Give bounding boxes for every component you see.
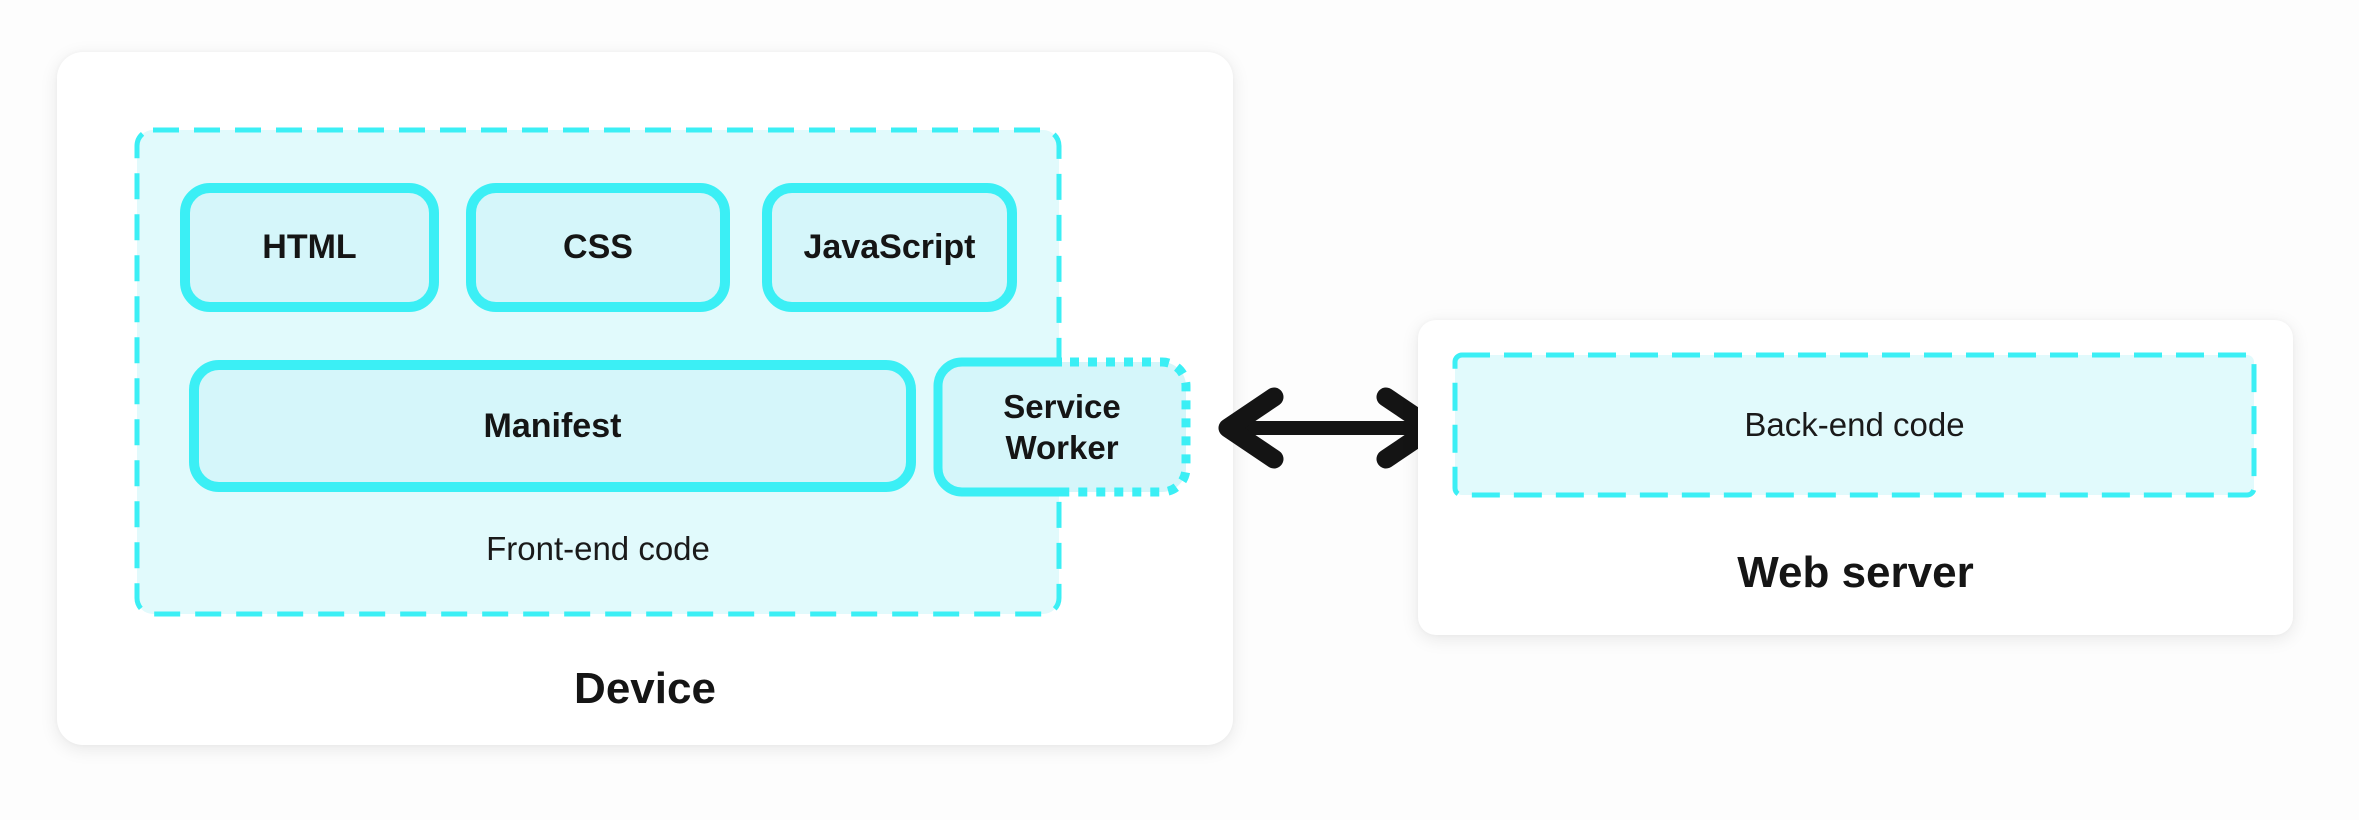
css-box-label: CSS xyxy=(563,228,633,266)
service-worker-border xyxy=(933,357,1191,497)
backend-dashed-border xyxy=(1452,352,2257,498)
frontend-code-group: HTML CSS JavaScript Manifest Front-end c… xyxy=(134,127,1062,617)
double-headed-arrow-icon xyxy=(1218,387,1442,469)
manifest-box-label: Manifest xyxy=(483,406,622,445)
javascript-box: JavaScript xyxy=(762,183,1017,312)
css-box: CSS xyxy=(466,183,730,312)
backend-code-box: Back-end code xyxy=(1452,352,2257,498)
web-server-label: Web server xyxy=(1737,548,1974,597)
web-server-card: Back-end code Web server xyxy=(1418,320,2293,635)
javascript-box-label: JavaScript xyxy=(803,228,976,266)
manifest-box: Manifest xyxy=(189,360,916,492)
html-box-label: HTML xyxy=(262,228,357,266)
device-card: HTML CSS JavaScript Manifest Front-end c… xyxy=(57,52,1233,745)
frontend-code-label: Front-end code xyxy=(486,530,710,567)
device-label: Device xyxy=(574,664,716,713)
service-worker-label: Service Worker xyxy=(1003,388,1121,466)
html-box: HTML xyxy=(180,183,439,312)
service-worker-box: Service Worker xyxy=(933,357,1191,497)
backend-code-label: Back-end code xyxy=(1744,406,1965,443)
